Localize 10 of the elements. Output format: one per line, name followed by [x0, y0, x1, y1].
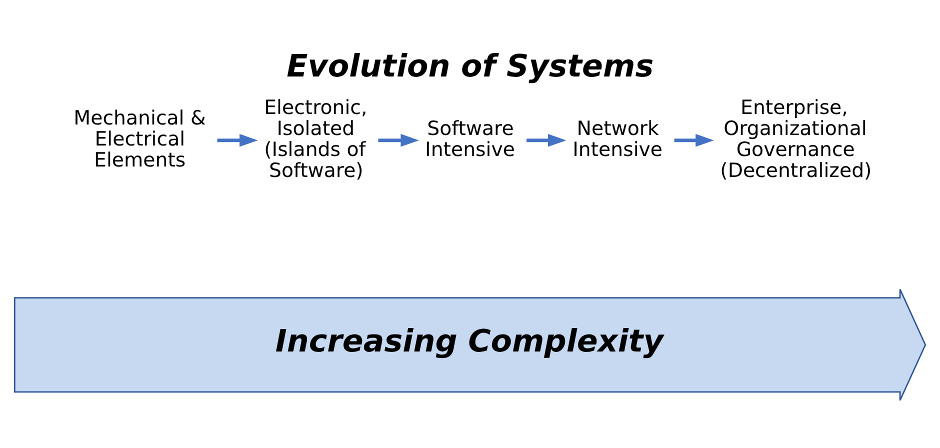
node-text: Electronic, Isolated (Islands of Software): [264, 96, 368, 182]
node-text: Software Intensive: [425, 117, 515, 162]
arrow: [526, 134, 566, 147]
diagram-title: Evolution of Systems: [286, 48, 654, 85]
node-text: Network Intensive: [572, 117, 663, 162]
arrow: [674, 134, 714, 147]
arrow: [378, 134, 420, 147]
arrow: [217, 134, 258, 147]
node-text: Enterprise, Organizational Governance (Decentralized): [720, 96, 872, 182]
node-text: Mechanical & Electrical Elements: [74, 106, 206, 172]
